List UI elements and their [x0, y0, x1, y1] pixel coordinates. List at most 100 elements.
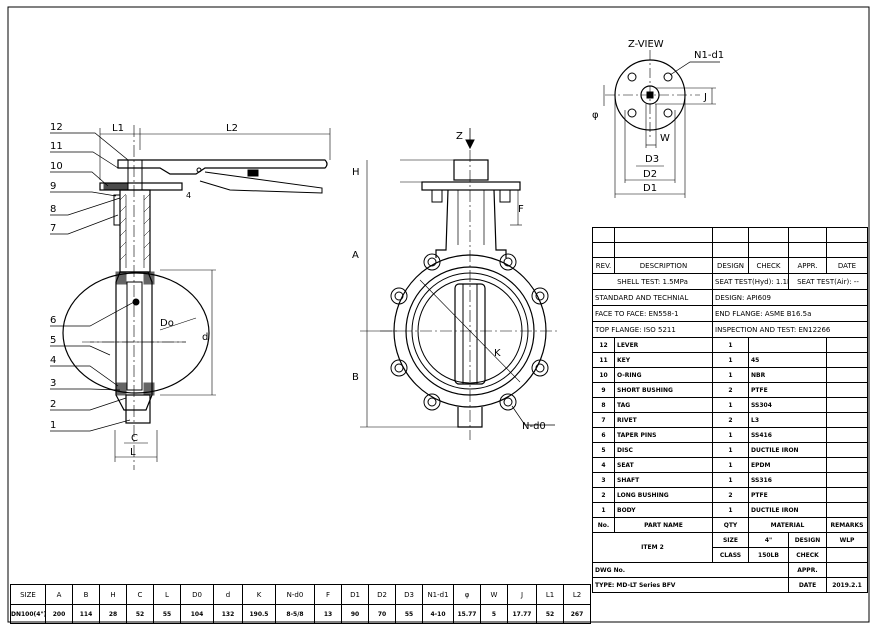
dim-value-2: 114	[72, 604, 100, 624]
dim-value-4: 52	[126, 604, 154, 624]
part-remarks	[826, 337, 868, 353]
callout-3: 3	[50, 378, 56, 389]
part-no: 12	[592, 337, 615, 353]
dim-value-18: 52	[536, 604, 564, 624]
label-b: B	[352, 372, 359, 383]
parts-header-no: No.	[592, 517, 615, 533]
label-do: Do	[160, 318, 174, 329]
callout-8: 8	[50, 204, 56, 215]
dim-header-12: D2	[368, 584, 396, 605]
label-l1: L1	[112, 123, 124, 134]
design-value: WLP	[826, 532, 868, 548]
callout-11: 11	[50, 141, 63, 152]
dim-header-1: A	[45, 584, 73, 605]
spec-standard: STANDARD AND TECHNIAL	[592, 289, 713, 306]
part-qty: 2	[712, 382, 749, 398]
dim-header-3: H	[99, 584, 127, 605]
class-label: CLASS	[712, 547, 749, 563]
label-d1: D1	[643, 183, 657, 194]
part-no: 4	[592, 457, 615, 473]
part-qty: 1	[712, 367, 749, 383]
check-label: CHECK	[788, 547, 827, 563]
part-remarks	[826, 367, 868, 383]
label-w: W	[660, 133, 670, 144]
dim-value-6: 104	[180, 604, 214, 624]
part-remarks	[826, 442, 868, 458]
callout-6: 6	[50, 315, 56, 326]
part-material: DUCTILE IRON	[748, 442, 827, 458]
dim-value-10: 13	[314, 604, 342, 624]
dim-value-14: 4-10	[422, 604, 454, 624]
part-qty: 1	[712, 502, 749, 518]
class-value: 150LB	[748, 547, 789, 563]
part-material	[748, 337, 827, 353]
label-n1-d1: N1-d1	[694, 50, 724, 61]
dim-header-0: SIZE	[10, 584, 46, 605]
part-name: LONG BUSHING	[614, 487, 713, 503]
part-remarks	[826, 397, 868, 413]
part-no: 10	[592, 367, 615, 383]
design-header: DESIGN	[712, 257, 749, 274]
part-name: LEVER	[614, 337, 713, 353]
parts-header-remarks: REMARKS	[826, 517, 868, 533]
label-k: K	[494, 348, 501, 359]
part-name: SHAFT	[614, 472, 713, 488]
part-material: SS316	[748, 472, 827, 488]
spec-design: DESIGN: API609	[712, 289, 868, 306]
part-no: 7	[592, 412, 615, 428]
dim-header-13: D3	[395, 584, 423, 605]
label-a: A	[352, 250, 359, 261]
dim-header-11: D1	[341, 584, 369, 605]
date-value: 2019.2.1	[826, 577, 868, 593]
dim-value-11: 90	[341, 604, 369, 624]
part-no: 9	[592, 382, 615, 398]
part-name: TAPER PINS	[614, 427, 713, 443]
part-material: DUCTILE IRON	[748, 502, 827, 518]
z-view-title: Z-VIEW	[628, 39, 664, 50]
date-label: DATE	[788, 577, 827, 593]
part-remarks	[826, 487, 868, 503]
part-material: L3	[748, 412, 827, 428]
dim-header-7: d	[213, 584, 243, 605]
part-qty: 1	[712, 442, 749, 458]
dim-header-6: D0	[180, 584, 214, 605]
callout-10: 10	[50, 161, 63, 172]
spec-end-flange: END FLANGE: ASME B16.5a	[712, 305, 868, 322]
part-qty: 2	[712, 487, 749, 503]
parts-header-material: MATERIAL	[748, 517, 827, 533]
part-material: PTFE	[748, 487, 827, 503]
label-d: d	[202, 332, 208, 343]
part-name: O-RING	[614, 367, 713, 383]
part-qty: 1	[712, 397, 749, 413]
date-header: DATE	[826, 257, 868, 274]
part-remarks	[826, 412, 868, 428]
size-value: 4"	[748, 532, 789, 548]
dim-value-0: DN100(4")	[10, 604, 46, 624]
dim-header-8: K	[242, 584, 276, 605]
callout-4: 4	[50, 355, 56, 366]
part-qty: 1	[712, 337, 749, 353]
dim-header-9: N-d0	[275, 584, 315, 605]
dim-header-2: B	[72, 584, 100, 605]
dim-header-16: W	[480, 584, 508, 605]
part-material: SS304	[748, 397, 827, 413]
dim-header-15: φ	[453, 584, 481, 605]
callout-5: 5	[50, 335, 56, 346]
part-qty: 1	[712, 472, 749, 488]
label-f: F	[518, 204, 524, 215]
z-view	[603, 50, 720, 198]
part-no: 11	[592, 352, 615, 368]
dim-header-17: J	[507, 584, 537, 605]
parts-header-name: PART NAME	[614, 517, 713, 533]
dim-value-8: 190.5	[242, 604, 276, 624]
